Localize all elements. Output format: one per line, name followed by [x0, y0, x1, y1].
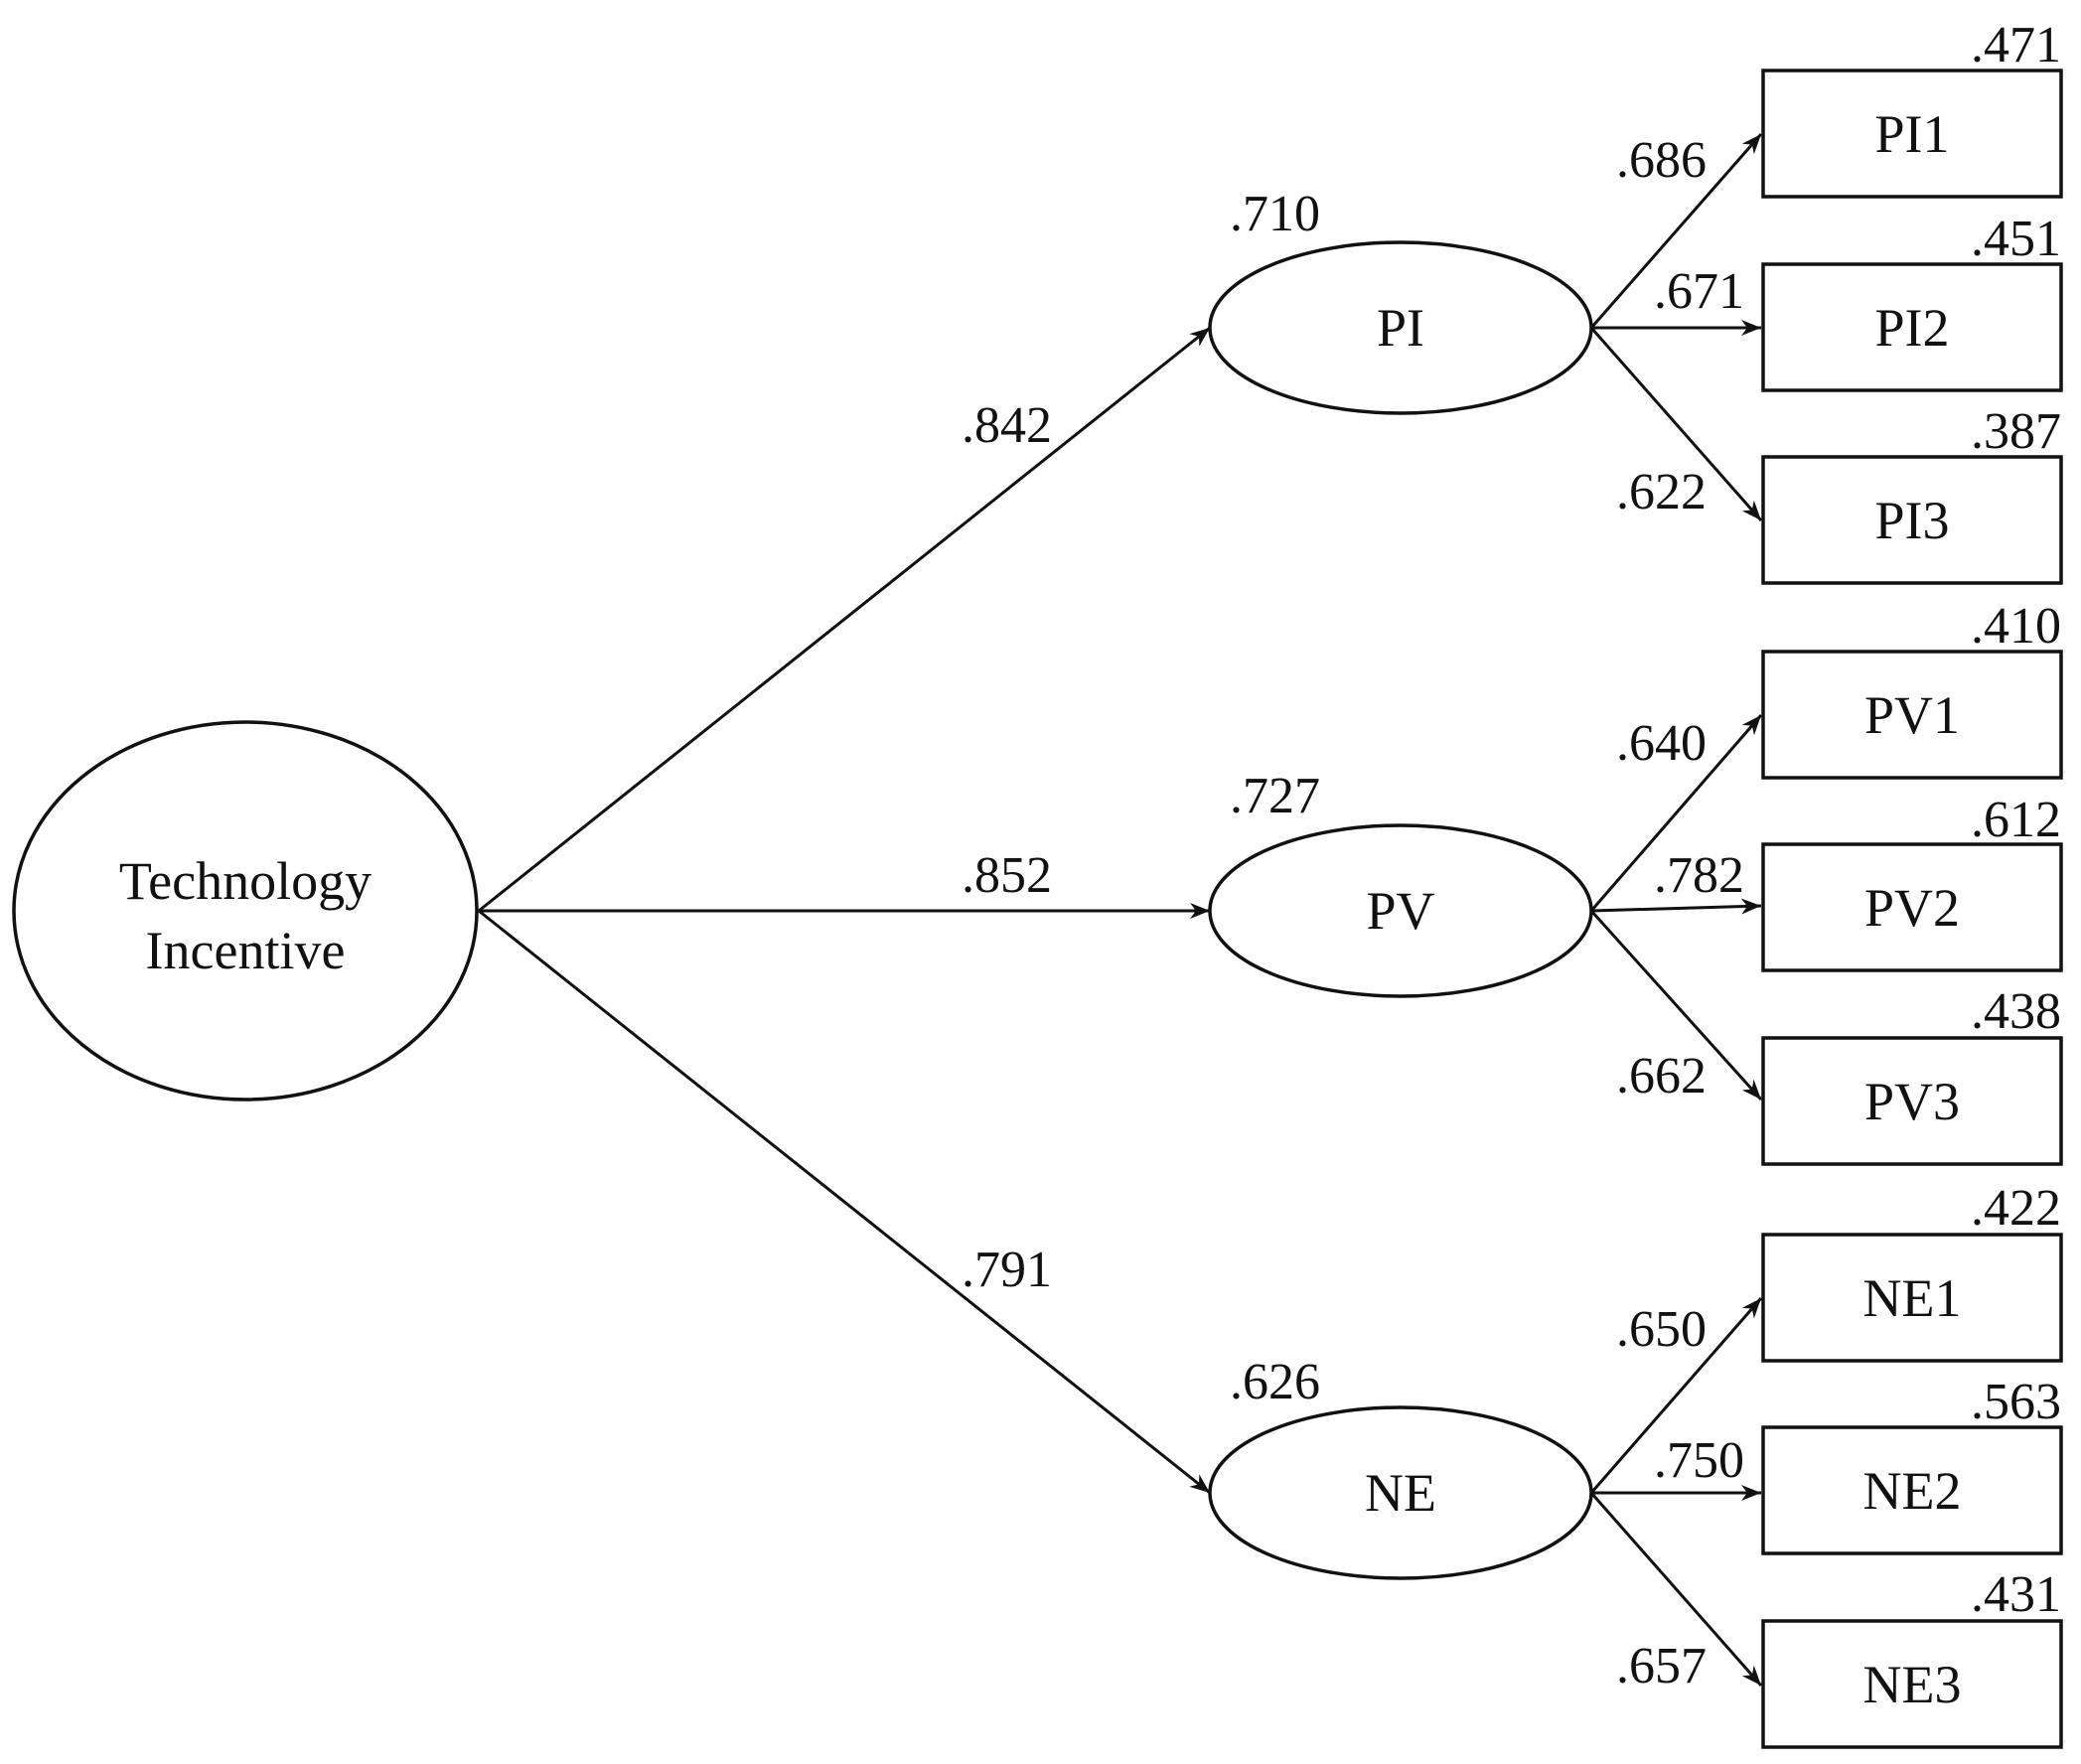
path-ne-to-ne3: [1589, 1492, 1763, 1687]
loading-pv1: .640: [1616, 715, 1707, 772]
path-coef-root-pv: .852: [962, 847, 1052, 904]
path-pv-to-pv1: [1589, 714, 1763, 912]
indicator-r2-pv1: .410: [1971, 598, 2061, 655]
loading-ne3: .657: [1616, 1638, 1707, 1694]
path-coef-root-pi: .842: [962, 397, 1052, 454]
loading-ne2: .750: [1654, 1432, 1744, 1489]
factor-label-pi: PI: [1377, 298, 1424, 358]
path-root-to-ne: [478, 909, 1211, 1495]
indicator-label-pi3: PI3: [1874, 491, 1949, 550]
path-ne-to-ne1: [1589, 1297, 1763, 1494]
path-pi-to-pi3: [1589, 327, 1763, 521]
path-coef-root-ne: .791: [962, 1242, 1052, 1298]
factor-r2-pv: .727: [1230, 768, 1320, 824]
indicator-box-pv1: [1761, 650, 2063, 780]
indicator-label-ne2: NE2: [1863, 1461, 1962, 1521]
technology-incentive-label-line2: Incentive: [146, 921, 346, 980]
indicator-box-ne1: [1761, 1233, 2063, 1363]
indicator-label-ne3: NE3: [1863, 1655, 1962, 1714]
factor-r2-ne: .626: [1230, 1354, 1320, 1410]
indicator-box-ne3: [1761, 1619, 2063, 1749]
path-pv-to-pv3: [1589, 909, 1763, 1102]
factor-label-pv: PV: [1366, 881, 1434, 941]
indicator-label-pv2: PV2: [1864, 878, 1960, 938]
indicator-r2-pv2: .612: [1971, 792, 2061, 848]
path-pi-to-pi1: [1589, 133, 1763, 329]
loading-pi3: .622: [1616, 464, 1707, 520]
indicator-label-pi1: PI1: [1874, 104, 1949, 164]
indicator-r2-pv3: .438: [1971, 983, 2061, 1040]
indicator-label-ne1: NE1: [1863, 1268, 1962, 1328]
indicator-r2-ne1: .422: [1971, 1180, 2061, 1237]
indicator-label-pv3: PV3: [1864, 1072, 1960, 1131]
loading-pi2: .671: [1654, 263, 1744, 320]
path-root-to-pi: [478, 326, 1211, 913]
technology-incentive-node: [12, 720, 479, 1102]
indicator-box-ne2: [1761, 1425, 2063, 1555]
loading-pv2: .782: [1654, 847, 1744, 904]
indicator-label-pv1: PV1: [1864, 685, 1960, 745]
loading-ne1: .650: [1616, 1301, 1707, 1358]
path-pv-to-pv2: [1590, 898, 1762, 915]
factor-label-ne: NE: [1365, 1463, 1436, 1523]
indicator-r2-pi2: .451: [1971, 211, 2061, 267]
indicator-r2-ne2: .563: [1971, 1374, 2061, 1430]
loading-pi1: .686: [1616, 132, 1707, 189]
factor-node-ne: [1208, 1405, 1593, 1580]
technology-incentive-label-line1: Technology: [119, 851, 372, 911]
indicator-r2-ne3: .431: [1971, 1566, 2061, 1623]
indicator-box-pi1: [1761, 69, 2063, 199]
factor-node-pi: [1208, 240, 1593, 415]
indicator-box-pi2: [1761, 262, 2063, 392]
indicator-box-pv2: [1761, 842, 2063, 972]
loading-pv3: .662: [1616, 1048, 1707, 1104]
indicator-label-pi2: PI2: [1874, 298, 1949, 358]
factor-node-pv: [1208, 823, 1593, 998]
indicator-r2-pi3: .387: [1971, 403, 2061, 460]
indicator-box-pv3: [1761, 1036, 2063, 1166]
indicator-box-pi3: [1761, 455, 2063, 585]
indicator-r2-pi1: .471: [1971, 17, 2061, 74]
factor-r2-pi: .710: [1230, 186, 1320, 242]
